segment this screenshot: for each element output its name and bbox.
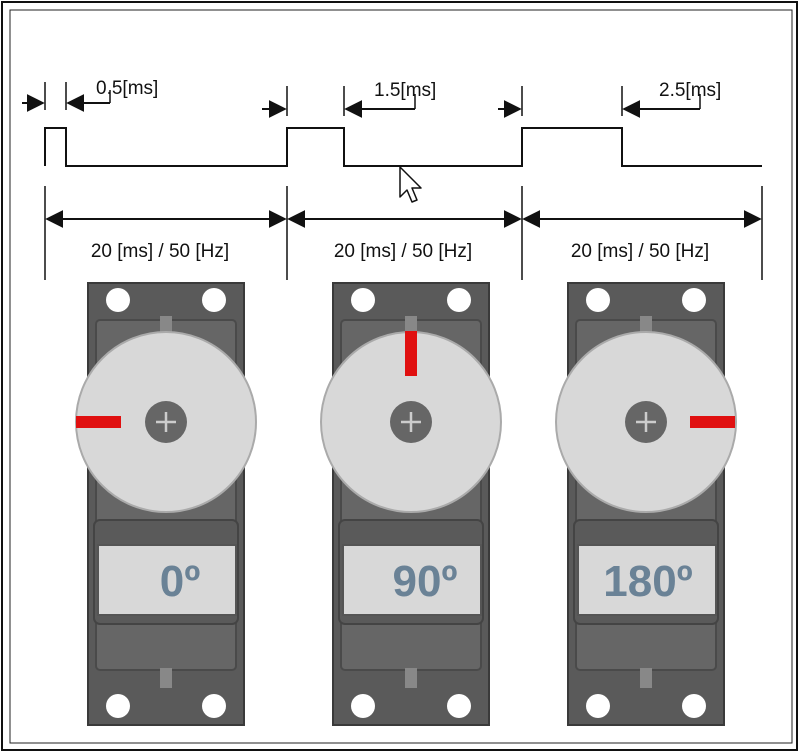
servo-180-angle: 180º <box>603 557 692 606</box>
pwm-waveform <box>44 127 762 167</box>
inner-border <box>9 9 793 744</box>
servo-0-angle: 0º <box>160 557 201 606</box>
period-dimension <box>44 186 763 280</box>
pulse-label-2: 1.5[ms] <box>374 80 436 101</box>
pulse-width-marker-2 <box>262 86 416 118</box>
pulse-label-1: 0.5[ms] <box>96 78 158 99</box>
servo-180-deg <box>555 282 737 726</box>
pulse-width-marker-1 <box>22 82 111 112</box>
pulse-label-3: 2.5[ms] <box>659 80 721 101</box>
servo-0-deg <box>75 282 257 726</box>
arrow-cursor-icon <box>399 166 422 203</box>
servo-90-indicator <box>405 331 417 376</box>
servo-90-deg <box>320 282 502 726</box>
servo-90-angle: 90º <box>392 557 457 606</box>
servo-0-indicator <box>76 416 121 428</box>
period-label-2: 20 [ms] / 50 [Hz] <box>334 241 472 262</box>
pulse-width-marker-3 <box>498 86 701 118</box>
servo-180-indicator <box>690 416 735 428</box>
period-label-1: 20 [ms] / 50 [Hz] <box>91 241 229 262</box>
period-label-3: 20 [ms] / 50 [Hz] <box>571 241 709 262</box>
